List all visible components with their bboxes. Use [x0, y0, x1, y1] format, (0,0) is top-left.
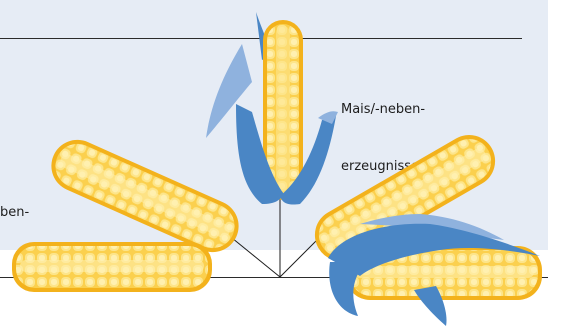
corn-cob-icon: [12, 242, 212, 292]
husk-icon: [318, 111, 338, 124]
corn-cob-icon: [43, 132, 247, 261]
connector-lines: [232, 196, 323, 277]
